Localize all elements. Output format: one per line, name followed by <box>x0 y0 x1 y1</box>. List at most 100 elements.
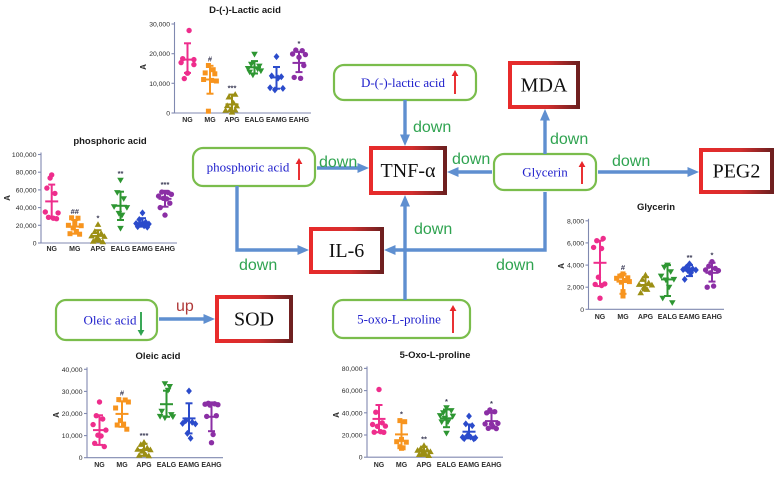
svg-text:#: # <box>621 263 626 272</box>
svg-text:0: 0 <box>580 307 584 314</box>
svg-text:EALG: EALG <box>111 246 131 253</box>
svg-text:**: ** <box>118 169 124 178</box>
svg-text:MG: MG <box>204 117 216 124</box>
svg-text:40,000: 40,000 <box>16 205 37 212</box>
svg-text:SOD: SOD <box>234 309 274 331</box>
svg-text:40,000: 40,000 <box>342 410 363 417</box>
svg-text:APG: APG <box>224 117 240 124</box>
svg-text:MG: MG <box>69 246 81 253</box>
svg-text:D-(-)-lactic acid: D-(-)-lactic acid <box>361 75 446 90</box>
svg-text:6,000: 6,000 <box>567 240 584 247</box>
svg-text:down: down <box>452 151 490 168</box>
svg-text:Glycerin: Glycerin <box>522 165 568 180</box>
svg-text:*: * <box>445 397 448 406</box>
svg-text:APG: APG <box>416 462 432 469</box>
svg-text:EAHG: EAHG <box>201 462 222 469</box>
svg-text:##: ## <box>71 207 80 216</box>
svg-text:5-oxo-L-proline: 5-oxo-L-proline <box>357 312 441 327</box>
svg-text:***: *** <box>161 180 170 189</box>
svg-text:down: down <box>550 131 588 148</box>
svg-text:*: * <box>298 39 301 48</box>
svg-text:MG: MG <box>396 462 408 469</box>
svg-text:10,000: 10,000 <box>62 433 83 440</box>
svg-text:IL-6: IL-6 <box>329 240 365 262</box>
svg-text:NG: NG <box>46 246 57 253</box>
svg-text:80,000: 80,000 <box>16 170 37 177</box>
svg-text:A: A <box>52 412 61 418</box>
svg-text:40,000: 40,000 <box>62 367 83 374</box>
svg-text:TNF-α: TNF-α <box>381 160 436 182</box>
svg-text:D-(-)-Lactic acid: D-(-)-Lactic acid <box>209 5 281 16</box>
svg-text:NG: NG <box>374 462 385 469</box>
svg-text:NG: NG <box>94 462 105 469</box>
svg-text:EAHG: EAHG <box>702 314 723 321</box>
svg-text:phosphoric acid: phosphoric acid <box>207 160 290 175</box>
svg-text:20,000: 20,000 <box>149 51 170 58</box>
svg-text:up: up <box>176 298 194 315</box>
svg-text:80,000: 80,000 <box>342 366 363 373</box>
svg-text:30,000: 30,000 <box>62 389 83 396</box>
svg-text:*: * <box>711 251 714 260</box>
svg-text:0: 0 <box>359 455 363 462</box>
svg-text:down: down <box>612 153 650 170</box>
svg-text:*: * <box>97 213 100 222</box>
svg-text:EAMG: EAMG <box>266 117 288 124</box>
svg-text:***: *** <box>228 83 237 92</box>
svg-text:*: * <box>400 410 403 419</box>
svg-text:EAMG: EAMG <box>459 462 481 469</box>
svg-text:NG: NG <box>595 314 606 321</box>
svg-text:down: down <box>413 119 451 136</box>
svg-text:10,000: 10,000 <box>149 81 170 88</box>
svg-text:EAHG: EAHG <box>289 117 310 124</box>
svg-text:EAMG: EAMG <box>132 246 154 253</box>
svg-text:EALG: EALG <box>437 462 457 469</box>
svg-text:APG: APG <box>90 246 106 253</box>
svg-text:MG: MG <box>617 314 629 321</box>
svg-text:A: A <box>557 263 566 269</box>
svg-text:EAHG: EAHG <box>481 462 502 469</box>
svg-text:100,000: 100,000 <box>12 152 37 159</box>
svg-text:EALG: EALG <box>157 462 177 469</box>
svg-text:Glycerin: Glycerin <box>637 202 675 213</box>
svg-text:EAMG: EAMG <box>679 314 701 321</box>
svg-text:MG: MG <box>116 462 128 469</box>
svg-text:A: A <box>3 195 12 201</box>
svg-text:EAHG: EAHG <box>155 246 176 253</box>
svg-text:EALG: EALG <box>245 117 265 124</box>
svg-text:EALG: EALG <box>658 314 678 321</box>
svg-text:down: down <box>496 257 534 274</box>
svg-text:#: # <box>208 55 213 64</box>
svg-text:PEG2: PEG2 <box>713 161 761 183</box>
svg-text:0: 0 <box>33 241 37 248</box>
svg-text:**: ** <box>421 435 427 444</box>
svg-text:Oleic acid: Oleic acid <box>136 351 181 362</box>
svg-text:phosphoric acid: phosphoric acid <box>73 136 147 147</box>
svg-text:5-Oxo-L-proline: 5-Oxo-L-proline <box>400 350 471 361</box>
svg-text:EAMG: EAMG <box>179 462 201 469</box>
svg-text:20,000: 20,000 <box>342 433 363 440</box>
svg-text:*: * <box>490 399 493 408</box>
svg-text:0: 0 <box>166 111 170 118</box>
svg-text:APG: APG <box>136 462 152 469</box>
svg-text:0: 0 <box>79 455 83 462</box>
svg-text:APG: APG <box>638 314 654 321</box>
svg-text:MDA: MDA <box>521 75 568 97</box>
svg-text:down: down <box>414 221 452 238</box>
svg-text:20,000: 20,000 <box>62 411 83 418</box>
svg-text:20,000: 20,000 <box>16 223 37 230</box>
svg-text:#: # <box>120 389 125 398</box>
svg-text:**: ** <box>687 253 693 262</box>
svg-text:60,000: 60,000 <box>342 388 363 395</box>
svg-text:30,000: 30,000 <box>149 22 170 29</box>
svg-text:60,000: 60,000 <box>16 187 37 194</box>
svg-text:8,000: 8,000 <box>567 218 584 225</box>
svg-text:down: down <box>239 257 277 274</box>
svg-text:down: down <box>319 154 357 171</box>
svg-text:Oleic acid: Oleic acid <box>83 313 137 328</box>
svg-text:A: A <box>139 64 148 70</box>
svg-text:4,000: 4,000 <box>567 263 584 270</box>
svg-text:2,000: 2,000 <box>567 285 584 292</box>
svg-text:A: A <box>332 412 341 418</box>
svg-text:NG: NG <box>182 117 193 124</box>
svg-text:***: *** <box>140 431 149 440</box>
